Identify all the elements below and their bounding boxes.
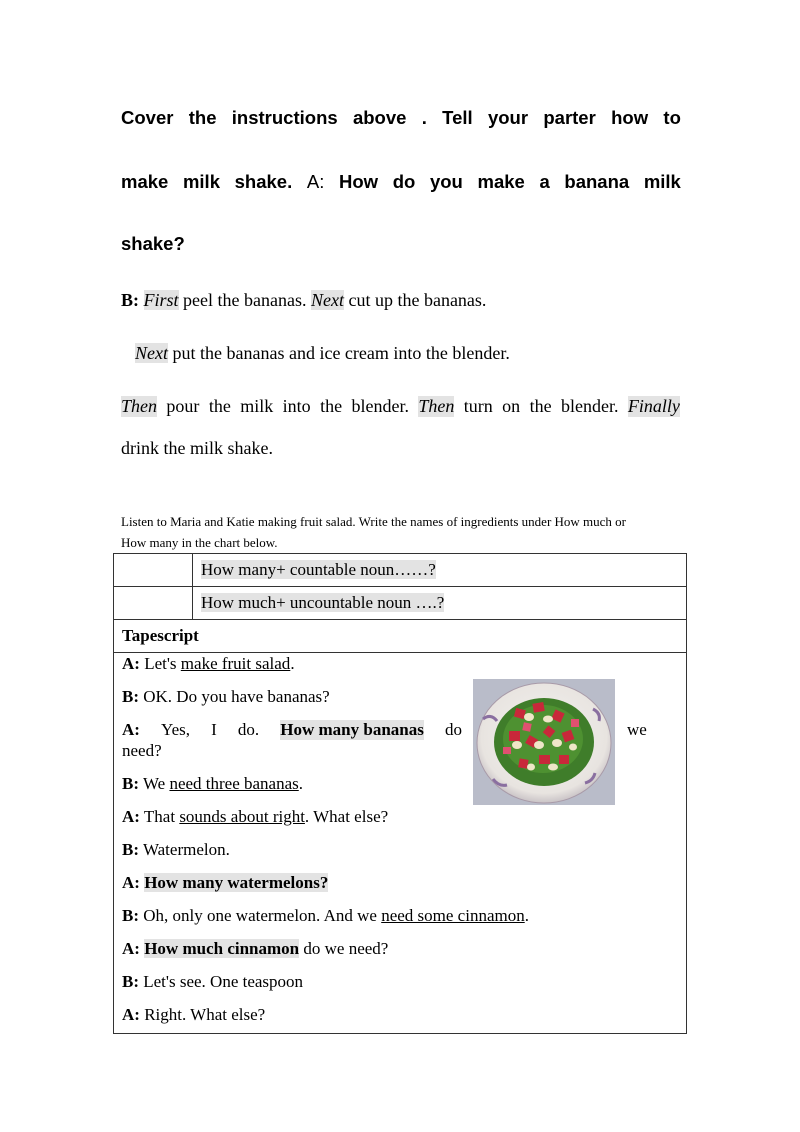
fruit-salad-illustration xyxy=(476,682,612,804)
dialogue-line: A: How much cinnamon do we need? xyxy=(122,939,389,958)
steps-line-1: B: First peel the bananas. Next cut up t… xyxy=(121,290,487,310)
steps-line-4: drink the milk shake. xyxy=(121,438,273,458)
chart-row-how-much: How much+ uncountable noun ….? xyxy=(113,586,687,620)
steps-line-2: Next put the bananas and ice cream into … xyxy=(135,343,510,363)
chart-cell-how-many: How many+ countable noun……? xyxy=(192,553,687,587)
intro-line-2: make milk shake. A: How do you make a ba… xyxy=(121,171,681,192)
dialogue-line: B: Watermelon. xyxy=(122,840,230,859)
dialogue-line: B: We need three bananas. xyxy=(122,774,304,793)
chart-row-tapescript: Tapescript xyxy=(113,619,687,653)
dialogue-line: B: Oh, only one watermelon. And we need … xyxy=(122,906,529,925)
dialogue-line: B: Let's see. One teaspoon xyxy=(122,972,304,991)
listen-instruction: Listen to Maria and Katie making fruit s… xyxy=(121,514,627,550)
dialogue-line: B: OK. Do you have bananas? xyxy=(122,687,330,706)
chart-cell-empty xyxy=(113,586,193,620)
intro-line-1: Cover the instructions above . Tell your… xyxy=(121,107,681,128)
word-then: Then xyxy=(121,396,157,417)
chart-cell-how-much: How much+ uncountable noun ….? xyxy=(192,586,687,620)
tapescript-heading: Tapescript xyxy=(113,619,687,653)
dialogue-line: A: Right. What else? xyxy=(122,1005,266,1024)
intro-line-3: shake? xyxy=(121,233,185,254)
chart-row-how-many: How many+ countable noun……? xyxy=(113,553,687,587)
word-next: Next xyxy=(310,290,344,310)
word-finally: Finally xyxy=(627,396,680,417)
word-then: Then xyxy=(418,396,455,417)
fruit-salad-image xyxy=(473,679,615,805)
dialogue-line: A: Yes, I do. How many bananas do xyxy=(122,720,462,740)
ingredients-chart: How many+ countable noun……? How much+ un… xyxy=(113,553,687,653)
dialogue-line: A: Let's make fruit salad. xyxy=(122,654,295,673)
dialogue-line: A: How many watermelons? xyxy=(122,873,329,892)
word-next: Next xyxy=(135,343,168,363)
steps-line-3: Then pour the milk into the blender. The… xyxy=(121,396,680,417)
tapescript-box: A: Let's make fruit salad. B: OK. Do you… xyxy=(113,652,687,1034)
chart-cell-empty xyxy=(113,553,193,587)
dialogue-line: A: That sounds about right. What else? xyxy=(122,807,389,826)
word-first: First xyxy=(143,290,179,310)
